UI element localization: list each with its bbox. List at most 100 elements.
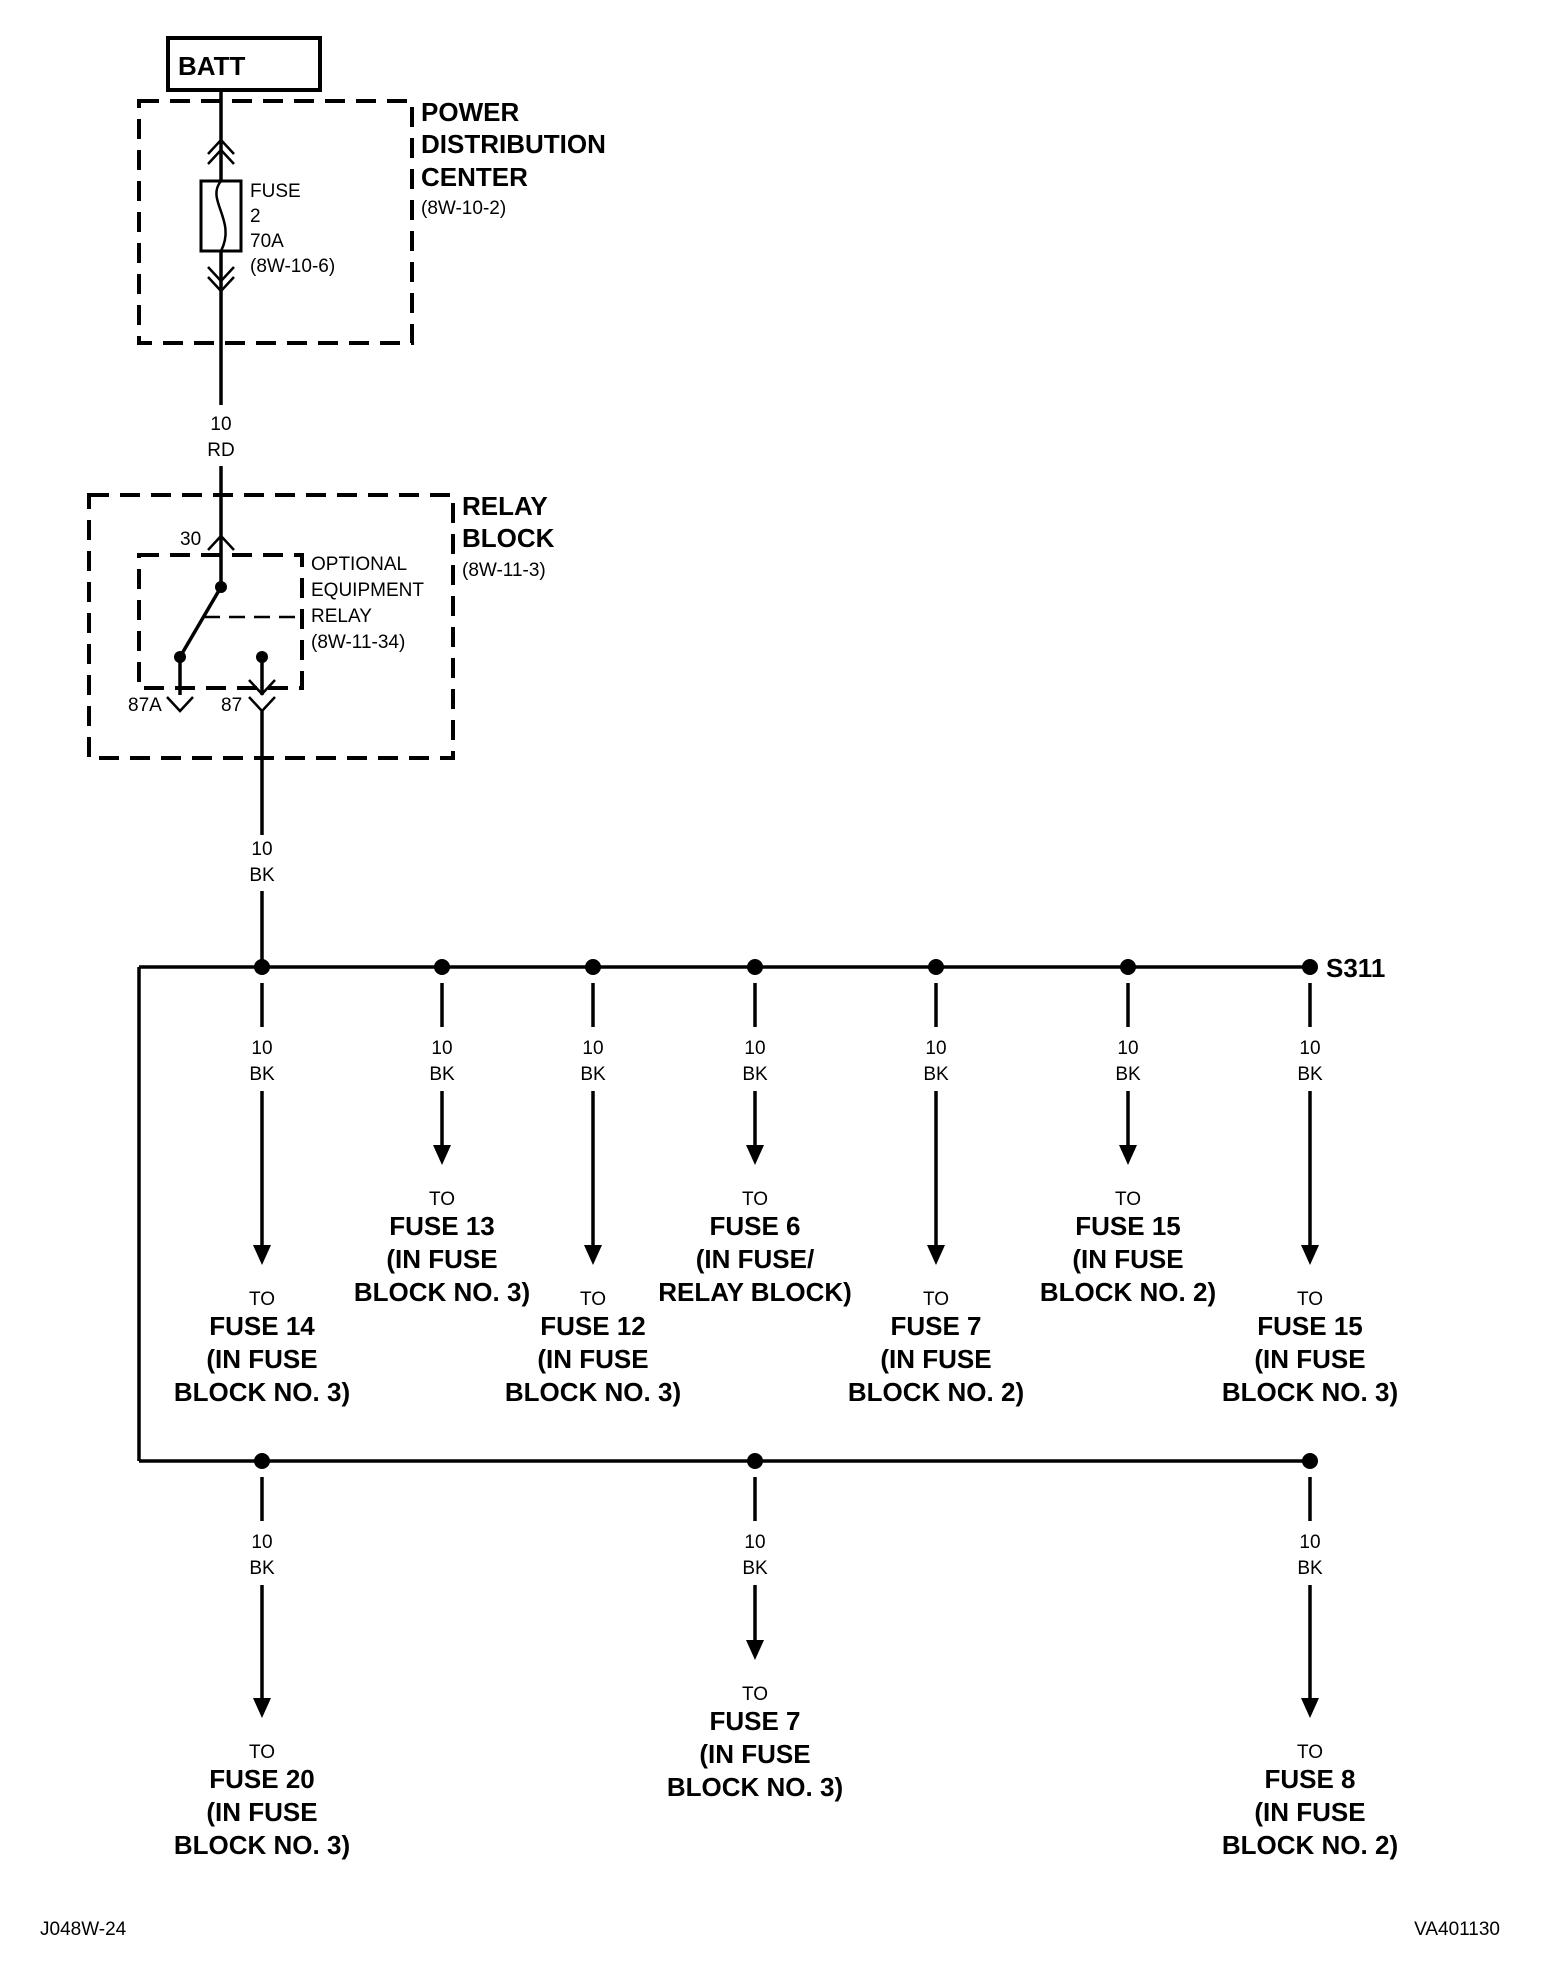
relay-block-outline: [87, 493, 455, 760]
branch-destination-line: BLOCK NO. 3): [354, 1277, 530, 1307]
splice-dot: [928, 959, 944, 975]
footer-right: VA401130: [1414, 1919, 1500, 1940]
branch-destination-line: FUSE 6: [709, 1211, 800, 1241]
battery: BATT: [166, 36, 322, 92]
branch-destination-line: FUSE 20: [209, 1764, 315, 1794]
relay-output-gauge: 10: [251, 839, 272, 860]
branch-to-label: TO: [249, 1742, 275, 1763]
battery-box: [166, 36, 322, 92]
pin-30-connector: [207, 534, 235, 551]
splice-dot: [254, 1453, 270, 1469]
branch-destination-line: FUSE 7: [890, 1311, 981, 1341]
pin-87a-label: 87A: [128, 695, 162, 716]
branch-destination-line: (IN FUSE: [537, 1344, 648, 1374]
branch-destination-line: BLOCK NO. 3): [1222, 1377, 1398, 1407]
branch-destination-line: FUSE 15: [1075, 1211, 1181, 1241]
splice-dot: [585, 959, 601, 975]
relay-block: RELAY BLOCK (8W-11-3) OPTIONAL EQUIPMENT…: [87, 491, 555, 760]
branch-destination-line: BLOCK NO. 3): [505, 1377, 681, 1407]
relay-switch-arm: [178, 586, 223, 658]
branch-arrow: [1119, 1145, 1137, 1165]
branch-to-label: TO: [923, 1289, 949, 1310]
fuse-2-label-line-1: FUSE: [250, 181, 301, 202]
branch-color: BK: [742, 1558, 768, 1579]
splice-dot: [747, 959, 763, 975]
branch-destination-line: (IN FUSE: [386, 1244, 497, 1274]
splice-dot: [747, 1453, 763, 1469]
branch-destination-line: (IN FUSE: [699, 1739, 810, 1769]
branch-to-label: TO: [742, 1189, 768, 1210]
branch-to-label: TO: [580, 1289, 606, 1310]
pdc-ref: (8W-10-2): [421, 198, 506, 219]
branch-arrow: [433, 1145, 451, 1165]
branch-to-label: TO: [742, 1684, 768, 1705]
branch-arrow: [253, 1698, 271, 1718]
splice-dot: [1302, 959, 1318, 975]
branch-to-label: TO: [1115, 1189, 1141, 1210]
branch-destination-line: BLOCK NO. 3): [174, 1830, 350, 1860]
branch-arrow: [253, 1245, 271, 1265]
branch-destination-line: BLOCK NO. 3): [174, 1377, 350, 1407]
branch-arrow: [927, 1245, 945, 1265]
branch-destination-line: (IN FUSE: [1072, 1244, 1183, 1274]
branch-color: BK: [1115, 1064, 1141, 1085]
footer-left: J048W-24: [40, 1919, 127, 1940]
splice-dot: [434, 959, 450, 975]
relay-output-color: BK: [249, 865, 275, 886]
relay-block-title-line-1: RELAY: [462, 491, 548, 521]
pin-87a-connector: [166, 696, 194, 713]
splice-dot: [1302, 1453, 1318, 1469]
branch-color: BK: [580, 1064, 606, 1085]
pdc-title-line-1: POWER: [421, 97, 519, 127]
relay-label-line-4: (8W-11-34): [311, 632, 405, 653]
relay-output-wire: 10 BK: [249, 711, 275, 967]
branch-color: BK: [923, 1064, 949, 1085]
branch-destination-line: (IN FUSE: [880, 1344, 991, 1374]
feed-wire-gauge: 10: [210, 414, 231, 435]
branch-gauge: 10: [1299, 1532, 1320, 1553]
branch-gauge: 10: [1117, 1038, 1138, 1059]
branch-destination-line: BLOCK NO. 3): [667, 1772, 843, 1802]
fuse-2-element: [215, 180, 227, 252]
branch-color: BK: [742, 1064, 768, 1085]
relay-label-line-1: OPTIONAL: [311, 554, 407, 575]
branch-color: BK: [249, 1064, 275, 1085]
branch-destination-line: (IN FUSE: [1254, 1344, 1365, 1374]
relay-block-ref: (8W-11-3): [462, 560, 546, 581]
branch-arrow: [1301, 1245, 1319, 1265]
branch-destination-line: FUSE 8: [1264, 1764, 1355, 1794]
fuse-2-label-line-2: 2: [250, 206, 261, 227]
branch-gauge: 10: [1299, 1038, 1320, 1059]
branch-destination-line: BLOCK NO. 2): [1222, 1830, 1398, 1860]
pin-87-connector: [248, 696, 276, 713]
branch-destination-line: (IN FUSE/: [696, 1244, 814, 1274]
splice-bus: S311: [137, 953, 1385, 1463]
splice-dot: [254, 959, 270, 975]
branch-gauge: 10: [925, 1038, 946, 1059]
branch-arrow: [746, 1145, 764, 1165]
branch-gauge: 10: [251, 1532, 272, 1553]
pin-87-connector-inner: [248, 679, 276, 696]
branch-destination-line: FUSE 13: [389, 1211, 495, 1241]
branch-to-label: TO: [249, 1289, 275, 1310]
pdc-title-line-2: DISTRIBUTION: [421, 129, 606, 159]
battery-label: BATT: [178, 51, 246, 81]
branch-gauge: 10: [251, 1038, 272, 1059]
pdc-title-line-3: CENTER: [421, 162, 528, 192]
branch-destination-line: BLOCK NO. 2): [1040, 1277, 1216, 1307]
branch-to-label: TO: [1297, 1289, 1323, 1310]
branch-gauge: 10: [744, 1038, 765, 1059]
branch-destination-line: (IN FUSE: [206, 1797, 317, 1827]
fuse-2-body: [199, 179, 243, 253]
fuse-2-label-line-3: 70A: [250, 231, 284, 252]
